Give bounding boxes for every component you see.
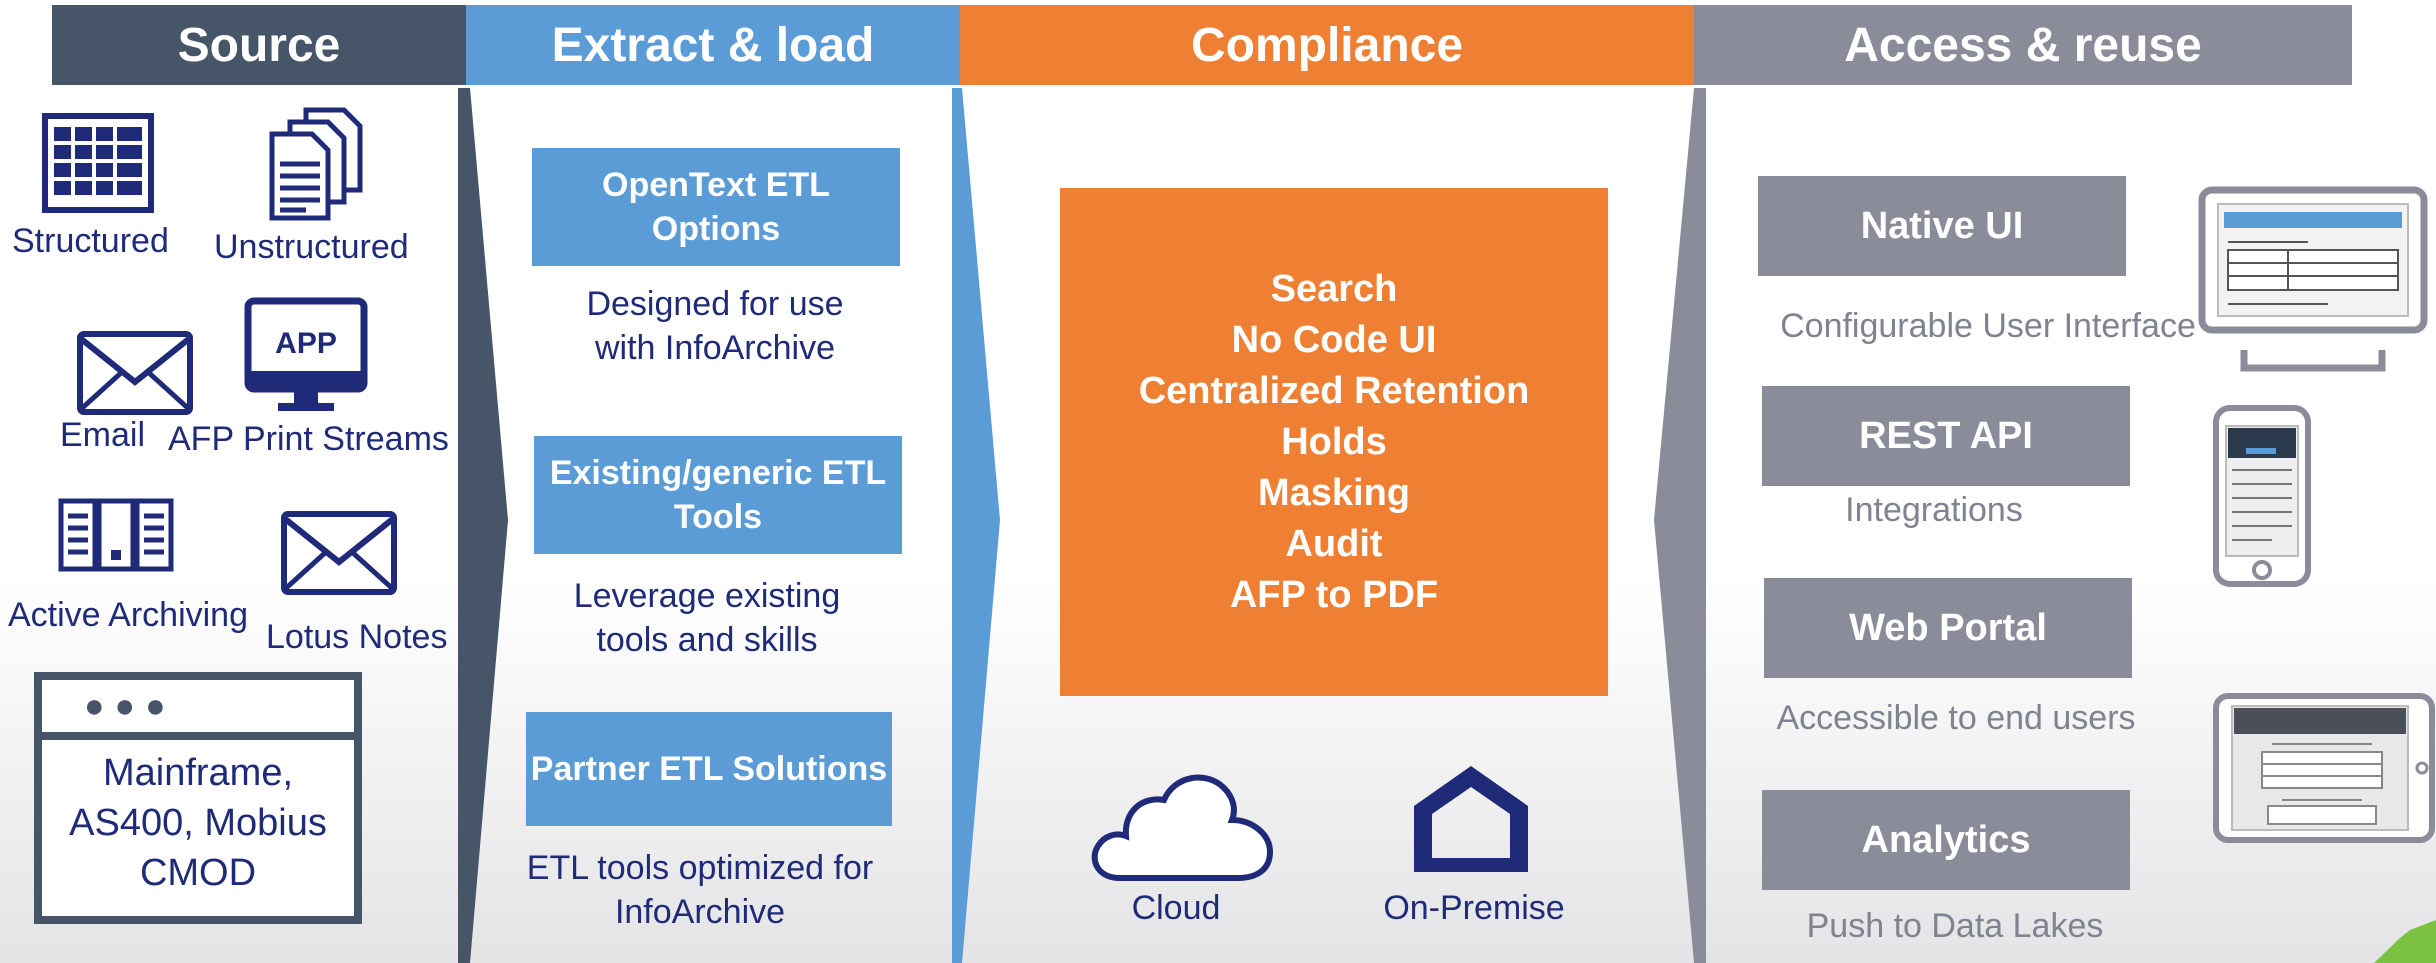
partner-etl-line-1: Partner ETL Solutions	[530, 750, 888, 788]
rest-api-desc: Integrations	[1845, 491, 2023, 529]
unstructured-label: Unstructured	[214, 228, 409, 266]
partner-etl-desc-2: InfoArchive	[614, 893, 786, 931]
opentext-etl-desc-1: Designed for use	[586, 285, 844, 323]
desktop-monitor-icon	[2198, 186, 2428, 372]
opentext-etl-line-1: OpenText ETL	[602, 166, 830, 204]
structured-label: Structured	[12, 222, 169, 260]
mainframe-line-2: AS400, Mobius	[69, 802, 327, 844]
cloud-icon	[1091, 774, 1274, 881]
existing-etl-desc: Leverage existing tools and skills	[492, 574, 922, 662]
feature-afp-to-pdf: AFP to PDF	[1229, 573, 1439, 616]
active-archiving-label: Active Archiving	[8, 596, 248, 634]
tablet-icon	[2213, 693, 2435, 843]
existing-etl-line-2: Tools	[673, 498, 763, 536]
native-ui-button: Native UI	[1758, 176, 2126, 276]
opentext-etl-options-box: OpenText ETL Options	[532, 148, 900, 266]
mainframe-line-1: Mainframe,	[102, 752, 294, 794]
afp-print-streams-label: AFP Print Streams	[168, 420, 449, 458]
cloud-label: Cloud	[1131, 889, 1221, 927]
header-extract-load: Extract & load	[466, 5, 960, 85]
email-label: Email	[60, 416, 146, 454]
brand-corner-mark	[2374, 920, 2436, 963]
partner-etl-desc: ETL tools optimized for InfoArchive	[490, 846, 910, 934]
opentext-etl-desc: Designed for use with InfoArchive	[500, 282, 930, 370]
analytics-button: Analytics	[1762, 790, 2130, 890]
existing-etl-line-1: Existing/generic ETL	[549, 454, 887, 492]
web-portal-desc: Accessible to end users	[1776, 699, 2136, 737]
existing-etl-desc-2: tools and skills	[596, 621, 818, 659]
existing-etl-tools-box: Existing/generic ETL Tools	[534, 436, 902, 554]
lotus-notes-envelope-icon	[281, 511, 397, 595]
feature-centralized-retention: Centralized Retention	[1138, 369, 1530, 412]
app-icon-text: APP	[275, 327, 337, 360]
mobile-phone-icon	[2213, 405, 2311, 587]
mainframe-window-box: ●●● Mainframe, AS400, Mobius CMOD	[34, 672, 362, 924]
header-source: Source	[52, 5, 466, 85]
window-titlebar: ●●●	[42, 680, 354, 740]
email-envelope-icon	[77, 331, 193, 415]
structured-grid-icon	[42, 113, 154, 213]
lotus-notes-label: Lotus Notes	[266, 618, 448, 656]
app-monitor-icon: APP	[244, 297, 368, 411]
compliance-features-box: Search No Code UI Centralized Retention …	[1060, 188, 1608, 696]
native-ui-desc: Configurable User Interface	[1780, 307, 2196, 345]
existing-etl-desc-1: Leverage existing	[573, 577, 841, 615]
on-premise-label: On-Premise	[1383, 889, 1565, 927]
feature-holds: Holds	[1281, 420, 1387, 463]
separator-source-arrow	[458, 88, 508, 963]
rest-api-button: REST API	[1762, 386, 2130, 486]
opentext-etl-line-2: Options	[651, 210, 781, 248]
home-icon	[1414, 766, 1528, 872]
mainframe-line-3: CMOD	[139, 852, 257, 894]
partner-etl-desc-1: ETL tools optimized for	[526, 849, 874, 887]
opentext-etl-desc-2: with InfoArchive	[595, 329, 835, 367]
separator-access-arrow	[1654, 88, 1706, 963]
feature-search: Search	[1270, 267, 1398, 310]
documents-icon	[269, 107, 363, 221]
web-portal-button: Web Portal	[1764, 578, 2132, 678]
active-archiving-icon	[58, 498, 174, 572]
feature-masking: Masking	[1257, 471, 1411, 514]
partner-etl-solutions-box: Partner ETL Solutions	[526, 712, 892, 826]
feature-audit: Audit	[1285, 522, 1383, 565]
separator-extract-arrow	[952, 88, 1000, 963]
header-compliance: Compliance	[960, 5, 1694, 85]
analytics-desc: Push to Data Lakes	[1806, 907, 2104, 945]
header-access-reuse: Access & reuse	[1694, 5, 2352, 85]
feature-no-code-ui: No Code UI	[1231, 318, 1437, 361]
window-dots-icon: ●●●	[84, 687, 176, 725]
